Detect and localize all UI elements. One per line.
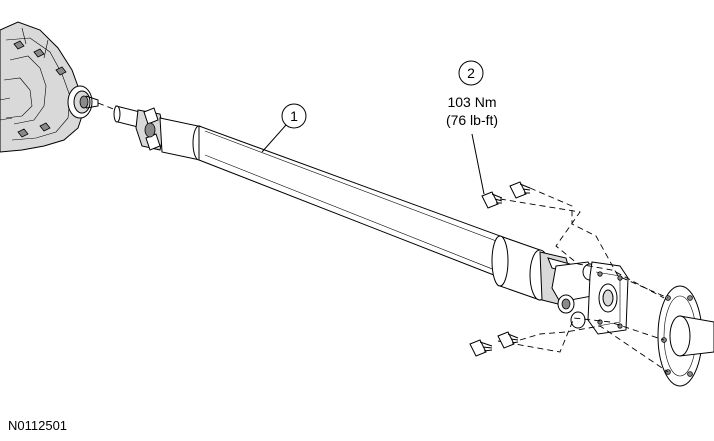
figure-id: N0112501 [8, 418, 67, 433]
flange-bolts [469, 181, 531, 357]
callout-2-torque-imperial: (76 lb-ft) [446, 112, 498, 128]
callout-2-leader [471, 133, 485, 195]
slip-yoke-alignment-line [97, 102, 117, 111]
callout-1: 1 [261, 103, 307, 153]
callout-2: 2 103 Nm (76 lb-ft) [446, 60, 498, 195]
flange-bolt [509, 181, 531, 199]
transmission-housing [0, 21, 99, 153]
callout-1-number: 1 [290, 108, 298, 124]
callout-1-leader [261, 124, 287, 153]
callout-2-torque-metric: 103 Nm [447, 94, 496, 110]
driveshaft [113, 105, 629, 335]
flange-bolt [469, 339, 493, 357]
callout-2-number: 2 [467, 65, 475, 81]
flange-bolt [481, 191, 503, 209]
bolt-alignment-lines [497, 187, 669, 373]
flange-bolt [497, 331, 519, 349]
pinion-flange [657, 285, 714, 387]
